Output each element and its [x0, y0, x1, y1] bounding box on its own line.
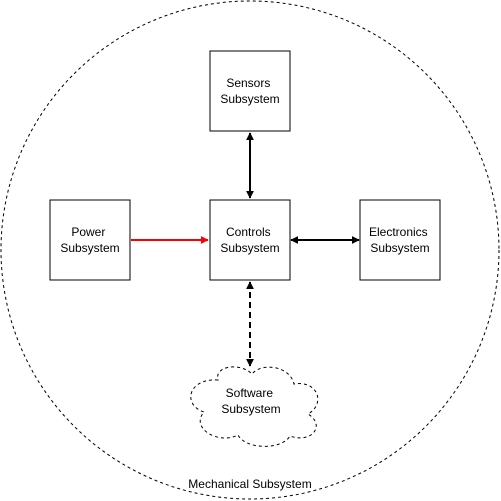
svg-text:Controls Subsystem: Controls Subsystem	[220, 225, 279, 255]
node-power[interactable]: Power Subsystem	[49, 199, 131, 281]
node-sensors-box	[209, 50, 291, 132]
node-electronics[interactable]: Electronics Subsystem	[359, 199, 441, 281]
svg-text:Electronics Subsystem: Electronics Subsystem	[369, 225, 431, 255]
node-software-cloud	[190, 366, 319, 447]
node-software[interactable]: Software Subsystem	[190, 366, 319, 447]
node-controls-label-line1: Controls	[226, 225, 271, 239]
node-electronics-label-line1: Electronics	[369, 225, 428, 239]
node-sensors-label-line1: Sensors	[226, 76, 270, 90]
node-controls-label-line2: Subsystem	[220, 241, 279, 255]
node-software-label-line1: Software	[226, 386, 274, 400]
node-power-label-line1: Power	[71, 225, 105, 239]
node-controls-box	[209, 199, 291, 281]
svg-text:Power Subsystem: Power Subsystem	[60, 225, 119, 255]
node-electronics-box	[359, 199, 441, 281]
node-sensors[interactable]: Sensors Subsystem	[209, 50, 291, 132]
node-software-label-line2: Subsystem	[221, 402, 280, 416]
node-power-label-line2: Subsystem	[60, 241, 119, 255]
mechanical-subsystem-label: Mechanical Subsystem	[188, 477, 311, 491]
node-power-box	[49, 199, 131, 281]
svg-text:Software Subsystem: Software Subsystem	[221, 386, 280, 416]
node-controls[interactable]: Controls Subsystem	[209, 199, 291, 281]
svg-text:Sensors Subsystem: Sensors Subsystem	[220, 76, 279, 106]
node-sensors-label-line2: Subsystem	[220, 92, 279, 106]
node-electronics-label-line2: Subsystem	[370, 241, 429, 255]
